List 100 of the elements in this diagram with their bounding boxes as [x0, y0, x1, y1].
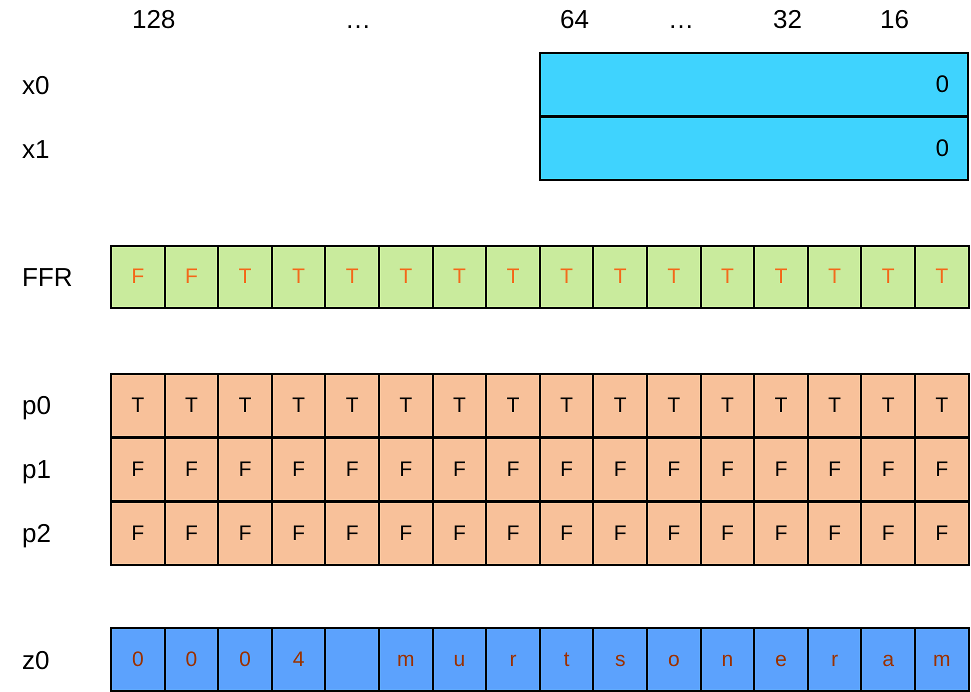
cell-value: u	[454, 648, 466, 672]
register-name: z0	[22, 645, 50, 676]
cell-value: F	[774, 458, 788, 482]
register-cell	[538, 245, 594, 309]
register-cell	[378, 501, 434, 566]
register-cell	[753, 373, 809, 438]
cell-value: F	[935, 522, 948, 546]
cell-value: F	[882, 458, 895, 482]
cell-value: F	[667, 458, 680, 482]
cell-value: T	[720, 394, 734, 418]
cell-value: 0	[186, 648, 198, 672]
cell-value: T	[614, 394, 627, 418]
register-cell	[485, 245, 541, 309]
cell-value: T	[935, 265, 948, 289]
cell-value: F	[560, 522, 573, 546]
cell-value: m	[933, 648, 951, 672]
register-cell	[700, 627, 756, 692]
cell-value: F	[452, 458, 466, 482]
register-cell	[270, 627, 326, 692]
register-cell	[378, 627, 434, 692]
cell-value: 0	[936, 134, 949, 162]
cell-value: m	[397, 648, 415, 672]
cell-value: T	[882, 265, 895, 289]
register-cell	[592, 627, 648, 692]
register-cell	[914, 501, 970, 566]
cell-value: F	[506, 458, 520, 482]
cell-value: T	[774, 265, 788, 289]
cell-value: T	[828, 394, 841, 418]
cell-value: F	[828, 458, 841, 482]
register-cell	[914, 245, 970, 309]
cell-value: T	[292, 265, 305, 289]
register-cell	[860, 437, 916, 502]
cell-value: F	[292, 458, 305, 482]
cell-value: F	[292, 522, 305, 546]
register-cell	[538, 373, 594, 438]
register-cell	[860, 373, 916, 438]
cell-value: T	[184, 394, 198, 418]
register-cell	[806, 373, 862, 438]
register-cell	[270, 373, 326, 438]
register-cell	[164, 373, 220, 438]
cell-value: r	[831, 648, 838, 672]
cell-value: F	[774, 522, 788, 546]
register-cell	[164, 437, 220, 502]
bit-position-label: 16	[880, 4, 909, 35]
register-cell	[164, 501, 220, 566]
register-cell	[432, 627, 488, 692]
register-cell	[753, 245, 809, 309]
cell-value: F	[882, 522, 895, 546]
cell-value: F	[131, 265, 144, 289]
register-cell	[592, 373, 648, 438]
register-cell	[646, 245, 702, 309]
cell-value: T	[560, 394, 573, 418]
register-name: p2	[22, 518, 51, 549]
bit-position-label: 64	[560, 4, 589, 35]
cell-value: F	[131, 522, 144, 546]
register-cell	[110, 245, 166, 309]
register-cell	[914, 627, 970, 692]
cell-value: F	[667, 522, 680, 546]
register-cell	[592, 245, 648, 309]
cell-value: T	[614, 265, 627, 289]
register-cell	[164, 245, 220, 309]
register-name: FFR	[22, 262, 73, 293]
cell-value: T	[292, 394, 305, 418]
register-cell	[110, 373, 166, 438]
cell-value: F	[399, 458, 412, 482]
register-cell	[646, 501, 702, 566]
register-cell	[538, 437, 594, 502]
register-cell	[324, 373, 380, 438]
cell-value: T	[774, 394, 788, 418]
cell-value: a	[882, 648, 894, 672]
register-cell	[592, 437, 648, 502]
cell-value: T	[667, 265, 680, 289]
register-cell	[270, 245, 326, 309]
register-cell	[700, 245, 756, 309]
register-name: x0	[22, 70, 50, 101]
register-cell	[110, 627, 166, 692]
register-cell	[753, 437, 809, 502]
cell-value: F	[346, 522, 359, 546]
bit-position-label: …	[345, 4, 371, 35]
register-cell	[485, 627, 541, 692]
register-cell	[646, 373, 702, 438]
register-cell	[217, 245, 273, 309]
register-cell	[860, 501, 916, 566]
cell-value: T	[399, 394, 412, 418]
cell-value: F	[720, 458, 734, 482]
register-cell	[539, 116, 969, 181]
cell-value: T	[238, 394, 252, 418]
cell-value: T	[506, 394, 520, 418]
cell-value: n	[722, 648, 734, 672]
cell-value: r	[509, 648, 516, 672]
register-cell	[270, 501, 326, 566]
register-cell	[753, 501, 809, 566]
register-cell	[860, 245, 916, 309]
register-cell	[432, 501, 488, 566]
cell-value: F	[614, 522, 627, 546]
register-cell	[806, 437, 862, 502]
empty-cell	[324, 627, 380, 692]
register-name: p1	[22, 454, 51, 485]
bit-position-label: 32	[773, 4, 802, 35]
cell-value: F	[238, 522, 252, 546]
